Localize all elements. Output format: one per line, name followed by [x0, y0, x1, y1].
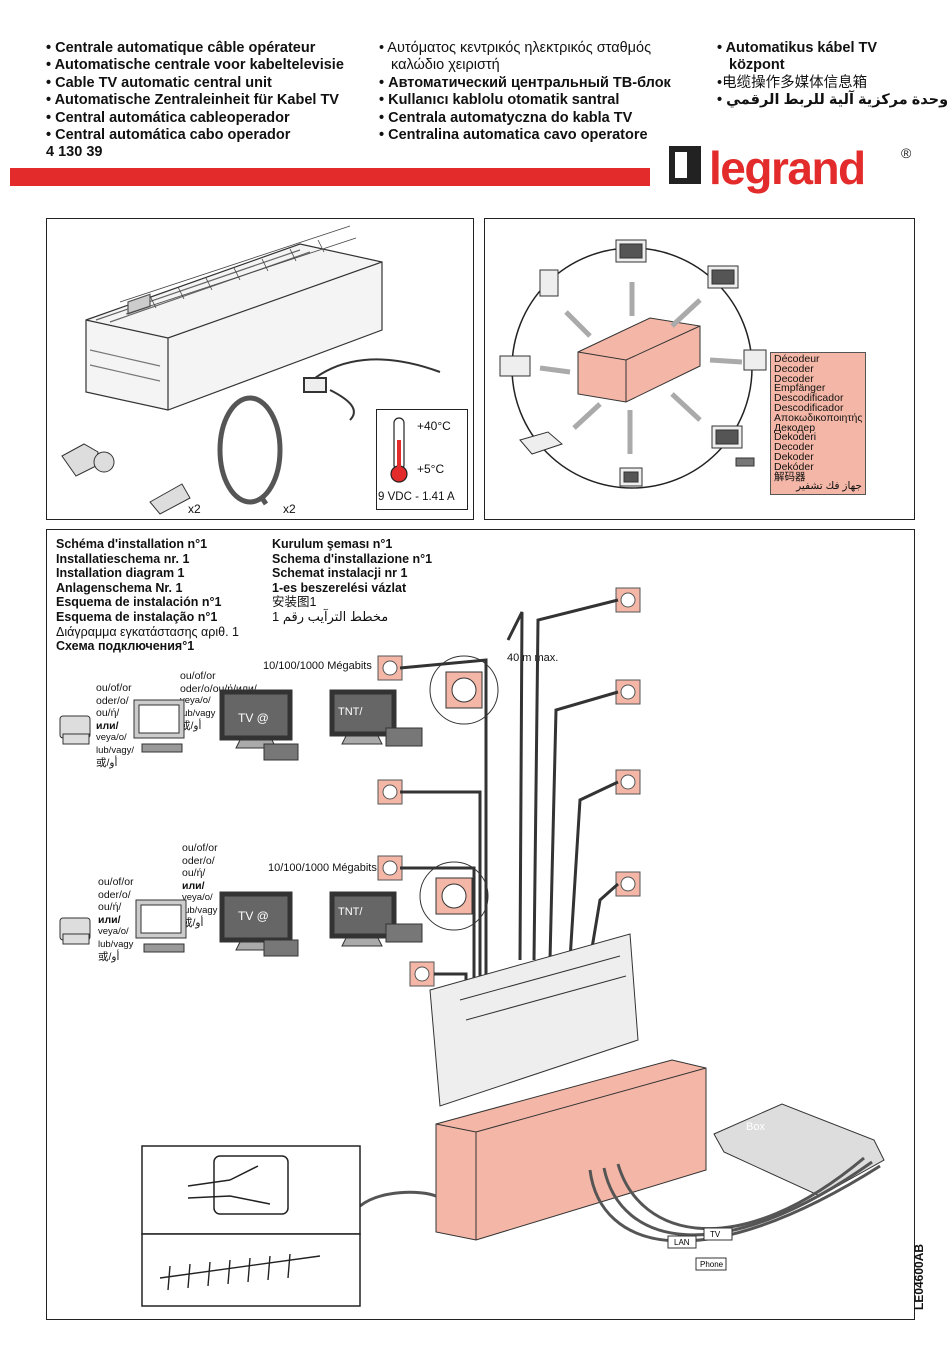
header-line: •电缆操作多媒体信息箱	[717, 74, 868, 91]
header-line: • Centrala automatyczna do kabla TV	[379, 109, 633, 126]
legrand-logo: legrand ®	[667, 140, 917, 204]
red-banner	[10, 168, 650, 186]
decoder-legend: Décodeur Decoder Decoder Empfänger Desco…	[770, 352, 866, 495]
diagram-title: 安装图1	[272, 595, 317, 610]
header-languages-col3: • Automatikus kábel TV központ •电缆操作多媒体信…	[717, 40, 948, 110]
diagram-title: Διάγραμμα εγκατάστασης αριθ. 1	[56, 624, 240, 639]
header-line: • Cable TV automatic central unit	[46, 74, 272, 91]
decoder-term: Decoder	[774, 362, 814, 375]
temperature-max: +40°C	[417, 419, 451, 433]
decoder-term: Descodificador	[774, 392, 844, 405]
header-line: • Central automática cableoperador	[46, 109, 290, 126]
power-spec: 9 VDC - 1.41 A	[378, 491, 455, 503]
header-languages-col1: • Centrale automatique câble opérateur •…	[46, 40, 344, 162]
decoder-term: Декодер	[774, 421, 816, 434]
spec-box	[376, 409, 468, 510]
decoder-term: Dekoder	[774, 450, 814, 463]
distance-label: 40 m max.	[507, 652, 559, 664]
decoder-term: Decoder	[774, 441, 814, 454]
document-code: LE04600AB	[912, 1243, 926, 1310]
diagram-title: Anlagenschema Nr. 1	[56, 580, 183, 595]
brand-name: legrand	[709, 142, 865, 194]
decoder-term: Decoder	[774, 372, 814, 385]
diagram-title: Installation diagram 1	[56, 566, 185, 581]
connector-quantity: x2	[188, 502, 201, 516]
diagram-title: مخطط الترآيب رقم 1	[272, 608, 389, 624]
header-line: • Centrale automatique câble opérateur	[46, 40, 316, 56]
diagram-title: Kurulum şeması n°1	[272, 537, 393, 551]
decoder-term: Empfänger	[774, 382, 826, 395]
diagram-title: Installatieschema nr. 1	[56, 551, 190, 566]
speed-label-2: 10/100/1000 Mégabits	[268, 862, 377, 874]
tnt-label-2: TNT/	[338, 906, 363, 918]
diagram-titles-left: Schéma d'installation n°1 Installatiesch…	[56, 537, 239, 654]
header-line: • Central automática cabo operador	[46, 127, 291, 144]
header-line: • Automatische centrale voor kabeltelevi…	[46, 57, 344, 74]
decoder-term: جهاز فك تشفير	[796, 480, 862, 493]
diagram-title: Схема подключения°1	[56, 639, 195, 654]
diagram-title: Schemat instalacji nr 1	[272, 566, 408, 581]
decoder-term: Décodeur	[774, 353, 820, 365]
header-line: καλώδιο χειριστή	[391, 57, 500, 74]
tv-at-label-1: TV @	[238, 711, 269, 725]
header-line: • Automatikus kábel TV	[717, 40, 878, 56]
temperature-min: +5°C	[417, 462, 445, 476]
decoder-term: Dekoderi	[774, 431, 817, 444]
decoder-term: Descodificador	[774, 401, 844, 414]
header-line: • Автоматический центральный ТВ-блок	[379, 74, 671, 91]
diagram-title: Schema d'installazione n°1	[272, 551, 433, 566]
header-languages-col2: • Αυτόματος κεντρικός ηλεκτρικός σταθμός…	[379, 40, 671, 144]
speed-label-1: 10/100/1000 Mégabits	[263, 660, 372, 672]
tnt-label-1: TNT/	[338, 706, 363, 718]
diagram-title: Esquema de instalação n°1	[56, 609, 218, 624]
decoder-term: Αποκωδικοποιητής	[774, 411, 863, 424]
header-line: • Automatische Zentraleinheit für Kabel …	[46, 92, 339, 109]
tv-at-label-2: TV @	[238, 909, 269, 923]
header-line: وحدة مركزية آلية للربط الرقمي •	[717, 92, 949, 109]
diagram-title: Schéma d'installation n°1	[56, 537, 208, 551]
header-line: központ	[729, 57, 785, 74]
header-line: • Kullanıcı kablolu otomatik santral	[379, 92, 620, 109]
decoder-term: Dekóder	[774, 460, 814, 473]
diagram-title: 1-es beszerelési vázlat	[272, 580, 407, 595]
product-reference: 4 130 39	[46, 144, 103, 161]
decoder-term: 解码器	[774, 470, 806, 483]
header-line: • Αυτόματος κεντρικός ηλεκτρικός σταθμός	[379, 40, 652, 56]
cable-quantity: x2	[283, 502, 296, 516]
header-line: • Centralina automatica cavo operatore	[379, 127, 648, 144]
diagram-title: Esquema de instalación n°1	[56, 595, 222, 610]
diagram-titles-right: Kurulum şeması n°1 Schema d'installazion…	[272, 537, 432, 625]
registered-mark: ®	[901, 145, 912, 161]
